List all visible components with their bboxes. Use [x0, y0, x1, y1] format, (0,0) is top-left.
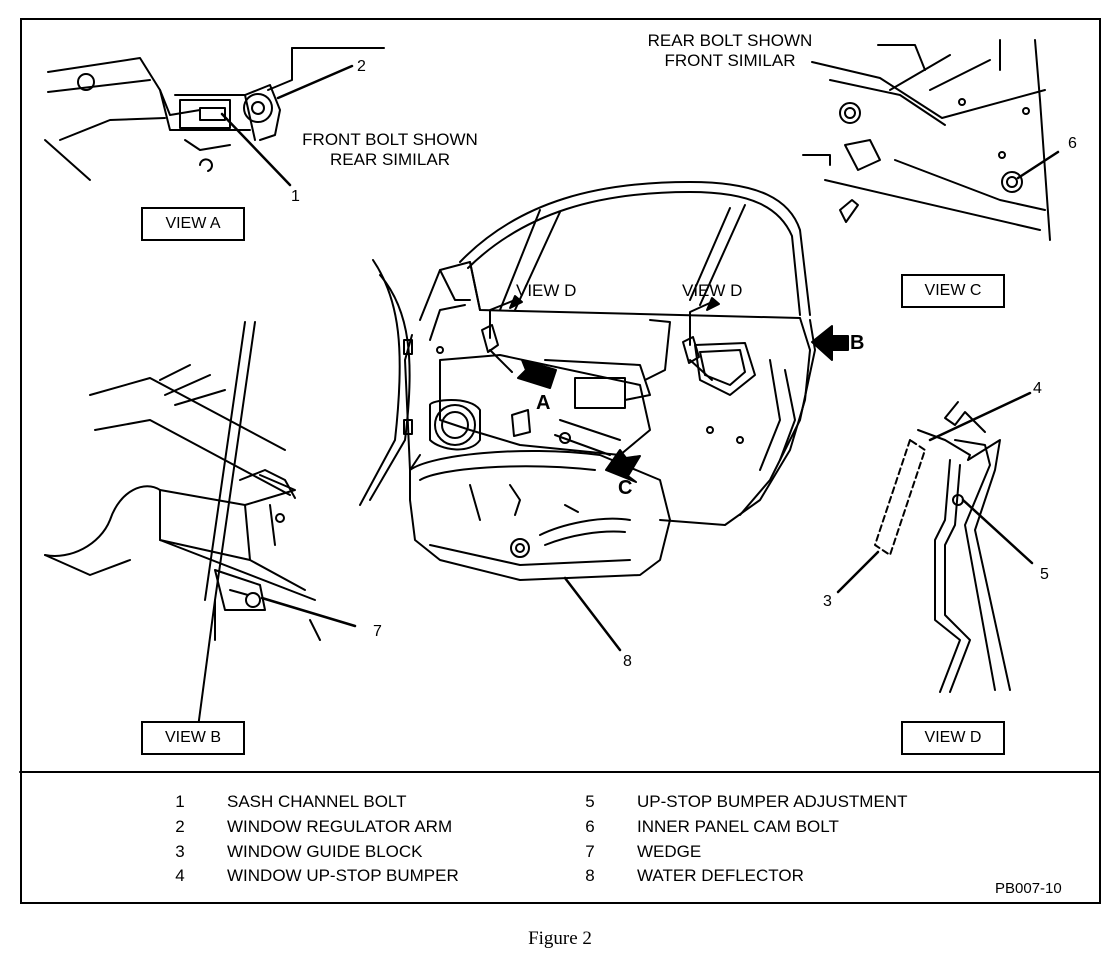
- view-d-callout-right: VIEW D: [682, 281, 743, 300]
- figure-code: PB007-10: [995, 880, 1062, 897]
- callout-3: 3: [823, 593, 832, 610]
- callout-2: 2: [357, 58, 366, 75]
- callout-7: 7: [373, 623, 382, 640]
- callout-6: 6: [1068, 135, 1077, 152]
- legend-text-6: INNER PANEL CAM BOLT: [637, 817, 839, 836]
- door-drawing: [359, 181, 849, 652]
- view-d-callout-left: VIEW D: [516, 281, 577, 300]
- legend-num-2: 2: [175, 817, 185, 836]
- arrow-b: [811, 325, 849, 361]
- arrow-c-label: C: [618, 477, 633, 499]
- arrow-a-label: A: [536, 392, 551, 414]
- legend-text-8: WATER DEFLECTOR: [637, 866, 804, 885]
- view-b-drawing: [44, 321, 357, 751]
- legend-text-4: WINDOW UP-STOP BUMPER: [227, 866, 459, 885]
- legend-text-1: SASH CHANNEL BOLT: [227, 792, 407, 811]
- view-c-drawing: [802, 39, 1060, 241]
- view-a-label: VIEW A: [141, 207, 245, 241]
- legend-text-5: UP-STOP BUMPER ADJUSTMENT: [637, 792, 908, 811]
- arrow-c: [605, 449, 641, 483]
- legend-num-4: 4: [175, 866, 185, 885]
- legend-text-2: WINDOW REGULATOR ARM: [227, 817, 453, 836]
- view-d-drawing: [836, 391, 1034, 693]
- front-bolt-note-line1: FRONT BOLT SHOWN: [302, 130, 478, 149]
- legend-num-6: 6: [585, 817, 595, 836]
- rear-bolt-note-line2: FRONT SIMILAR: [664, 51, 796, 70]
- figure-caption: Figure 2: [528, 928, 592, 949]
- arrow-b-label: B: [850, 332, 865, 354]
- callout-8: 8: [623, 653, 632, 670]
- legend-text-3: WINDOW GUIDE BLOCK: [227, 842, 423, 861]
- legend-num-8: 8: [585, 866, 595, 885]
- figure-frame: [20, 18, 1101, 904]
- rear-bolt-note-line1: REAR BOLT SHOWN: [647, 31, 813, 50]
- front-bolt-note-line2: REAR SIMILAR: [330, 150, 450, 169]
- arrow-a: [517, 359, 557, 389]
- legend-num-7: 7: [585, 842, 595, 861]
- view-a-drawing: [44, 47, 385, 187]
- legend-num-5: 5: [585, 792, 595, 811]
- legend-text-7: WEDGE: [637, 842, 702, 861]
- legend-num-3: 3: [175, 842, 185, 861]
- callout-1: 1: [291, 188, 300, 205]
- view-d-label: VIEW D: [901, 721, 1005, 755]
- callout-4: 4: [1033, 380, 1042, 397]
- callout-5: 5: [1040, 566, 1049, 583]
- view-c-label: VIEW C: [901, 274, 1005, 308]
- view-b-label: VIEW B: [141, 721, 245, 755]
- legend-num-1: 1: [175, 792, 185, 811]
